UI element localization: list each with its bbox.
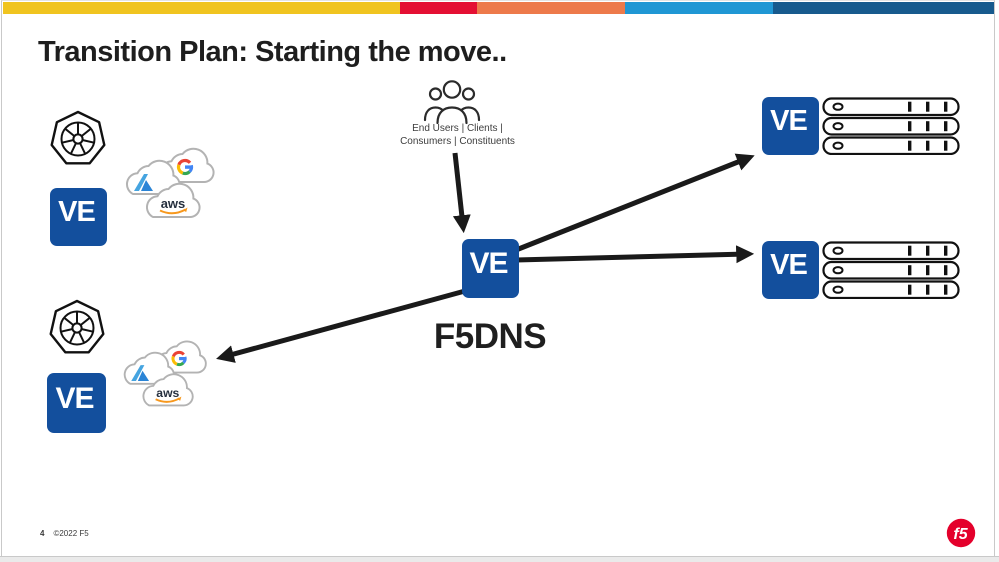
- f5dns-label: F5DNS: [433, 317, 547, 356]
- bottom-edge-band: [0, 556, 999, 562]
- end-users-label-line1: End Users | Clients |: [412, 123, 503, 134]
- ve-appliance-f5dns: VE f5: [462, 239, 519, 311]
- f5-ball-icon: f5: [805, 286, 815, 311]
- accent-segment-orange: [477, 2, 625, 14]
- ve-appliance-bottomleft: VE f5: [47, 373, 106, 446]
- f5-logo: f5: [945, 517, 977, 554]
- accent-segment-darkblue: [773, 2, 994, 14]
- svg-text:f5: f5: [508, 304, 514, 310]
- ve-label: VE: [469, 247, 508, 280]
- f5-ball-icon: f5: [93, 233, 103, 258]
- accent-segment-lightblue: [625, 2, 773, 14]
- svg-text:aws: aws: [156, 386, 179, 400]
- ve-appliance-topleft: VE f5: [50, 188, 107, 258]
- top-accent-bar: [3, 2, 994, 14]
- arrow-users-to-dns: [452, 152, 471, 234]
- svg-text:f5: f5: [96, 251, 102, 257]
- arrow-dns-to-midright: [515, 245, 755, 264]
- slide-footer: 4 ©2022 F5: [40, 529, 89, 538]
- cloud-aws-icon: aws: [142, 373, 194, 407]
- accent-segment-red: [400, 2, 477, 14]
- svg-text:f5: f5: [953, 526, 968, 543]
- accent-segment-yellow: [3, 2, 400, 14]
- end-users-label-line2: Consumers | Constituents: [400, 135, 515, 147]
- ve-label: VE: [55, 381, 94, 415]
- multicloud-group: aws: [116, 336, 214, 416]
- ve-appliance-topright: VE f5: [762, 97, 819, 167]
- server-stack-icon: [822, 241, 960, 304]
- ve-label: VE: [770, 249, 808, 281]
- kubernetes-icon: [48, 109, 108, 174]
- ve-label: VE: [58, 196, 96, 228]
- slide-title: Transition Plan: Starting the move..: [38, 36, 507, 68]
- svg-text:aws: aws: [161, 196, 186, 211]
- f5-ball-icon: f5: [805, 142, 815, 167]
- arrow-dns-to-topright: [515, 153, 755, 253]
- ve-appliance-midright: VE f5: [762, 241, 819, 311]
- multicloud-group: aws: [118, 143, 222, 228]
- ve-label: VE: [770, 105, 808, 137]
- f5-ball-icon: f5: [505, 285, 515, 311]
- page-number: 4: [40, 529, 45, 538]
- svg-text:f5: f5: [95, 439, 101, 445]
- svg-text:f5: f5: [808, 160, 814, 166]
- server-stack-icon: [822, 97, 960, 160]
- f5-ball-icon: f5: [92, 420, 102, 446]
- cloud-aws-icon: aws: [146, 182, 201, 219]
- arrow-dns-to-clouds: [216, 288, 466, 363]
- kubernetes-icon: [47, 298, 107, 363]
- end-users-icon: [423, 79, 481, 125]
- svg-text:f5: f5: [808, 304, 814, 310]
- copyright-text: ©2022 F5: [53, 529, 89, 538]
- end-users-label: End Users | Clients | Consumers | Consti…: [375, 123, 540, 148]
